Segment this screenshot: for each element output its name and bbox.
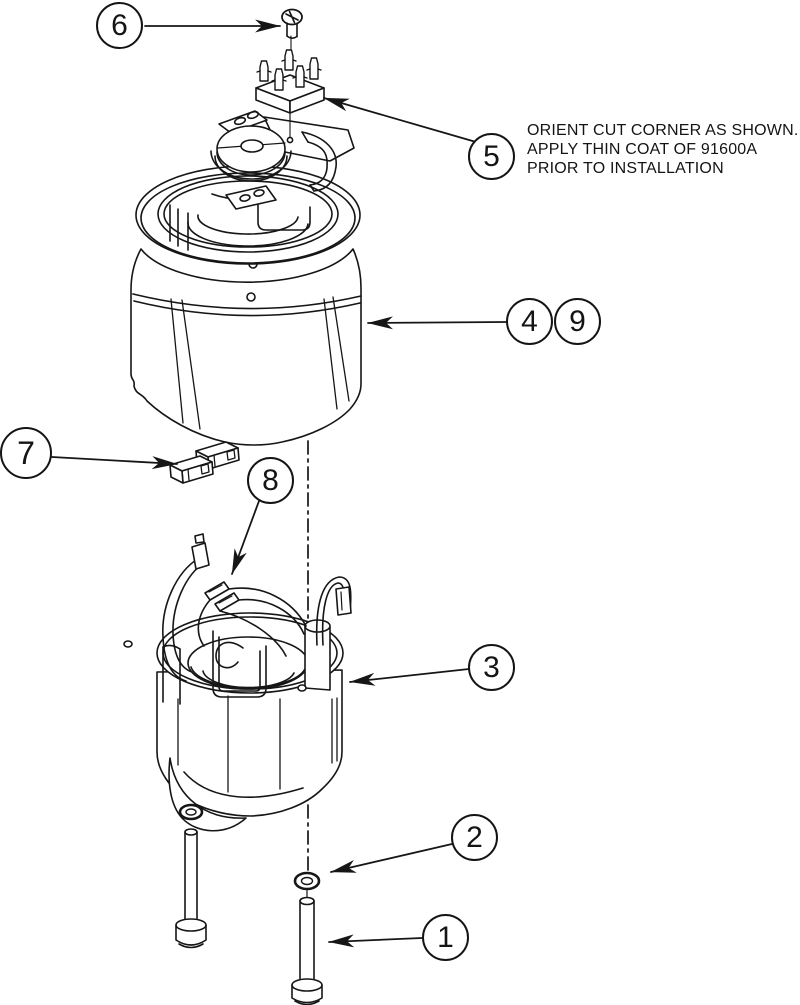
callout-8: 8 [247, 457, 294, 504]
leader-line-5 [323, 97, 477, 143]
callout-4: 4 [506, 298, 553, 345]
fan-housing-drawing [130, 109, 362, 446]
callout-2: 2 [451, 814, 498, 861]
left-bolt-drawing [175, 828, 207, 949]
terminal-block-drawing [255, 49, 325, 121]
leader-line-3 [349, 668, 470, 686]
leader-line-4-9 [367, 316, 507, 330]
through-bolt-drawing [291, 896, 323, 1005]
callout-9: 9 [554, 298, 601, 345]
callout-1: 1 [422, 914, 469, 961]
leader-line-7 [51, 456, 178, 470]
note-line-2: APPLY THIN COAT OF 91600A [527, 141, 758, 158]
callout-3: 3 [468, 644, 515, 691]
leader-line-8 [231, 500, 260, 575]
hex-nut-drawing [293, 871, 321, 891]
leader-line-2 [330, 843, 453, 873]
connector-terminals-drawing [169, 441, 240, 484]
callout-7: 7 [0, 427, 52, 479]
note-line-3: PRIOR TO INSTALLATION [527, 160, 724, 177]
callout-5: 5 [468, 133, 515, 180]
leader-line-1 [328, 934, 423, 948]
installation-note: ORIENT CUT CORNER AS SHOWN. APPLY THIN C… [527, 121, 799, 178]
stator-drawing [123, 533, 352, 832]
note-line-1: ORIENT CUT CORNER AS SHOWN. [527, 122, 799, 139]
callout-6: 6 [96, 2, 143, 49]
screw-drawing [281, 8, 303, 39]
left-washer-drawing [178, 803, 204, 821]
leader-lines [51, 19, 507, 948]
